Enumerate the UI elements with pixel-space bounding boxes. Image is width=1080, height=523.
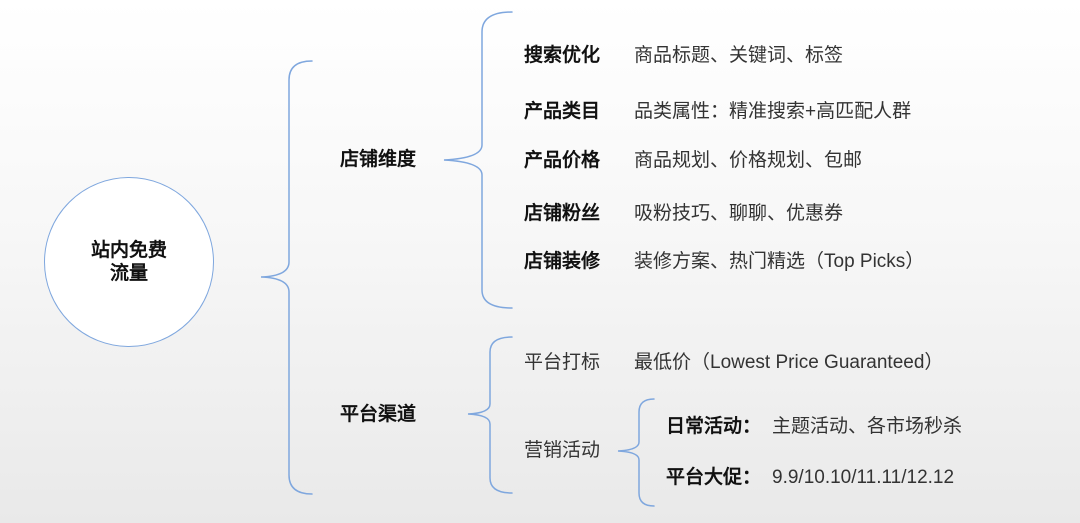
platform-tagging-label: 平台打标	[524, 352, 601, 373]
marketing-activity-label: 营销活动	[524, 440, 601, 461]
store-item-desc: 商品规划、价格规划、包邮	[634, 150, 863, 171]
root-label: 站内免费流量	[90, 240, 167, 284]
marketing-item-label: 平台大促：	[666, 467, 762, 488]
store-dimension-label: 店铺维度	[340, 149, 417, 170]
store-item-label: 产品价格	[524, 150, 601, 171]
marketing-item-label: 日常活动：	[666, 416, 762, 437]
store-item-label: 店铺装修	[524, 251, 601, 272]
store-item-label: 搜索优化	[524, 45, 601, 66]
platform-tagging-desc: 最低价（Lowest Price Guaranteed）	[634, 352, 944, 373]
marketing-bracket	[617, 398, 655, 507]
store-item-label: 店铺粉丝	[524, 203, 601, 224]
store-item-desc: 品类属性：精准搜索+高匹配人群	[634, 101, 912, 122]
marketing-item-desc: 主题活动、各市场秒杀	[772, 416, 963, 437]
platform-channel-label: 平台渠道	[340, 404, 417, 425]
marketing-item-desc: 9.9/10.10/11.11/12.12	[772, 467, 955, 488]
root-bracket	[260, 60, 313, 495]
store-item-desc: 装修方案、热门精选（Top Picks）	[634, 251, 925, 272]
root-node: 站内免费流量	[44, 177, 214, 347]
store-item-label: 产品类目	[524, 101, 601, 122]
store-item-desc: 商品标题、关键词、标签	[634, 45, 844, 66]
store-bracket	[443, 11, 513, 309]
platform-bracket	[467, 336, 513, 494]
store-item-desc: 吸粉技巧、聊聊、优惠券	[634, 203, 844, 224]
